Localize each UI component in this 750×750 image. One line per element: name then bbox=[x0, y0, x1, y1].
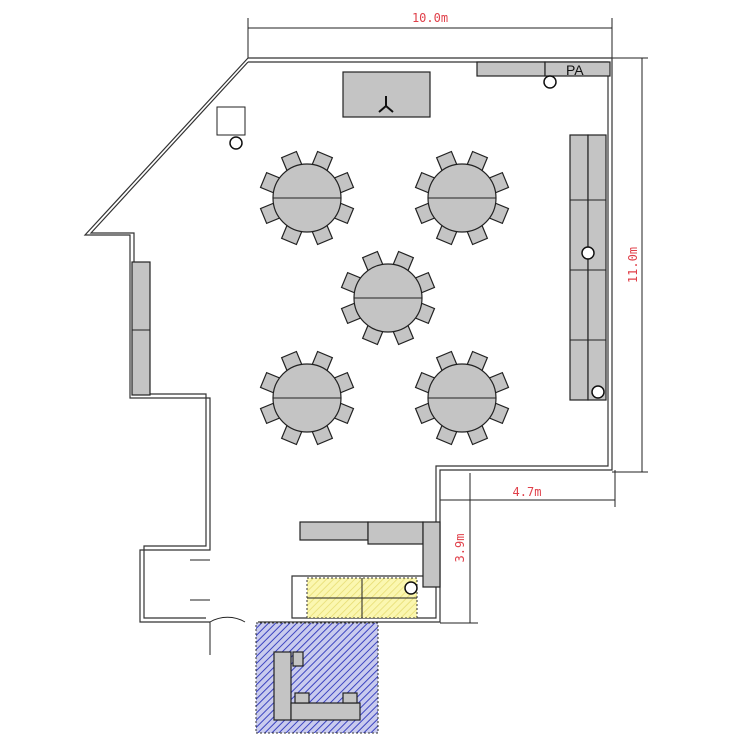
camera-icon bbox=[543, 75, 557, 89]
width-dimension-label: 10.0m bbox=[412, 11, 448, 25]
lower-width-dimension-label: 4.7m bbox=[513, 485, 542, 499]
round-table bbox=[340, 250, 436, 346]
reception-counter-side bbox=[273, 651, 292, 721]
camera-icon bbox=[581, 246, 595, 260]
camera-icon bbox=[591, 385, 605, 399]
round-table bbox=[259, 150, 355, 246]
lower-height-dimension-label: 3.9m bbox=[453, 534, 467, 563]
counter-3 bbox=[422, 521, 441, 588]
reception-counter-front bbox=[290, 702, 361, 721]
walls bbox=[83, 57, 613, 655]
counter-1 bbox=[299, 521, 369, 541]
round-table bbox=[414, 150, 510, 246]
right-bench-inner bbox=[569, 134, 589, 401]
speaker-icon bbox=[378, 96, 394, 113]
small-box bbox=[216, 106, 246, 136]
dimension-lines bbox=[247, 18, 648, 624]
round-table bbox=[259, 350, 355, 446]
right-bench-outer bbox=[587, 134, 607, 401]
furniture bbox=[131, 61, 611, 734]
stage bbox=[342, 71, 431, 118]
pa-label: PA bbox=[566, 62, 584, 78]
round-tables bbox=[259, 150, 510, 446]
counter-2 bbox=[367, 521, 424, 545]
left-bench bbox=[131, 261, 151, 396]
camera-icon bbox=[404, 581, 418, 595]
round-table bbox=[414, 350, 510, 446]
markers bbox=[229, 75, 605, 595]
pa-desk-right bbox=[544, 61, 611, 77]
camera-icon bbox=[229, 136, 243, 150]
pa-desk-left bbox=[476, 61, 546, 77]
height-dimension-label: 11.0m bbox=[626, 247, 640, 283]
